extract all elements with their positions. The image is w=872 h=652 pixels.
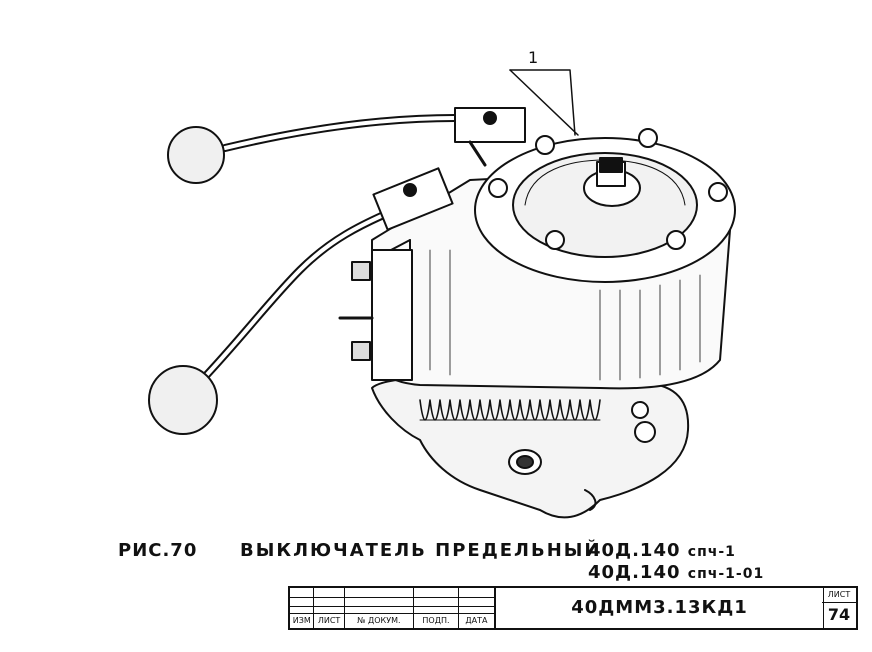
model-code-2-main: 40Д.140: [588, 562, 681, 583]
lower-lever-clamp: [372, 167, 454, 231]
col-dokum: № ДОКУМ.: [345, 614, 414, 628]
stop-pin: [634, 421, 656, 443]
revision-grid: ИЗМ ЛИСТ № ДОКУМ. ПОДП. ДАТА: [290, 588, 496, 628]
side-bracket: [371, 249, 413, 381]
model-code-2-suffix: спч-1-01: [687, 566, 765, 582]
figure-title: ВЫКЛЮЧАТЕЛЬ ПРЕДЕЛЬНЫЙ: [240, 540, 602, 561]
title-block: ИЗМ ЛИСТ № ДОКУМ. ПОДП. ДАТА 40ДММ3.13КД…: [288, 586, 858, 630]
sheet-number: 74: [827, 605, 851, 624]
spring: [419, 399, 601, 421]
callout-leader: [509, 69, 576, 136]
sheet-label: ЛИСТ: [822, 588, 856, 603]
col-list: ЛИСТ: [314, 614, 345, 628]
model-code-1: 40Д.140 спч-1: [588, 540, 736, 561]
col-izm: ИЗМ: [290, 614, 315, 628]
col-data: ДАТА: [459, 614, 496, 628]
lower-lever-knob: [148, 365, 218, 435]
col-podp: ПОДП.: [414, 614, 459, 628]
flange-bolts: [488, 128, 728, 250]
limit-switch-illustration: [148, 69, 736, 519]
document-number: 40ДММ3.13КД1: [495, 588, 824, 628]
model-code-1-main: 40Д.140: [588, 540, 681, 561]
side-nuts: [338, 261, 374, 361]
upper-lever-knob: [167, 126, 225, 184]
callout-number: 1: [528, 48, 539, 67]
upper-lever-arm: [221, 114, 459, 152]
figure-label: РИС.70: [118, 540, 198, 561]
model-code-1-suffix: спч-1: [687, 544, 736, 560]
model-code-2: 40Д.140 спч-1-01: [588, 562, 764, 583]
base-plate: [371, 376, 690, 519]
